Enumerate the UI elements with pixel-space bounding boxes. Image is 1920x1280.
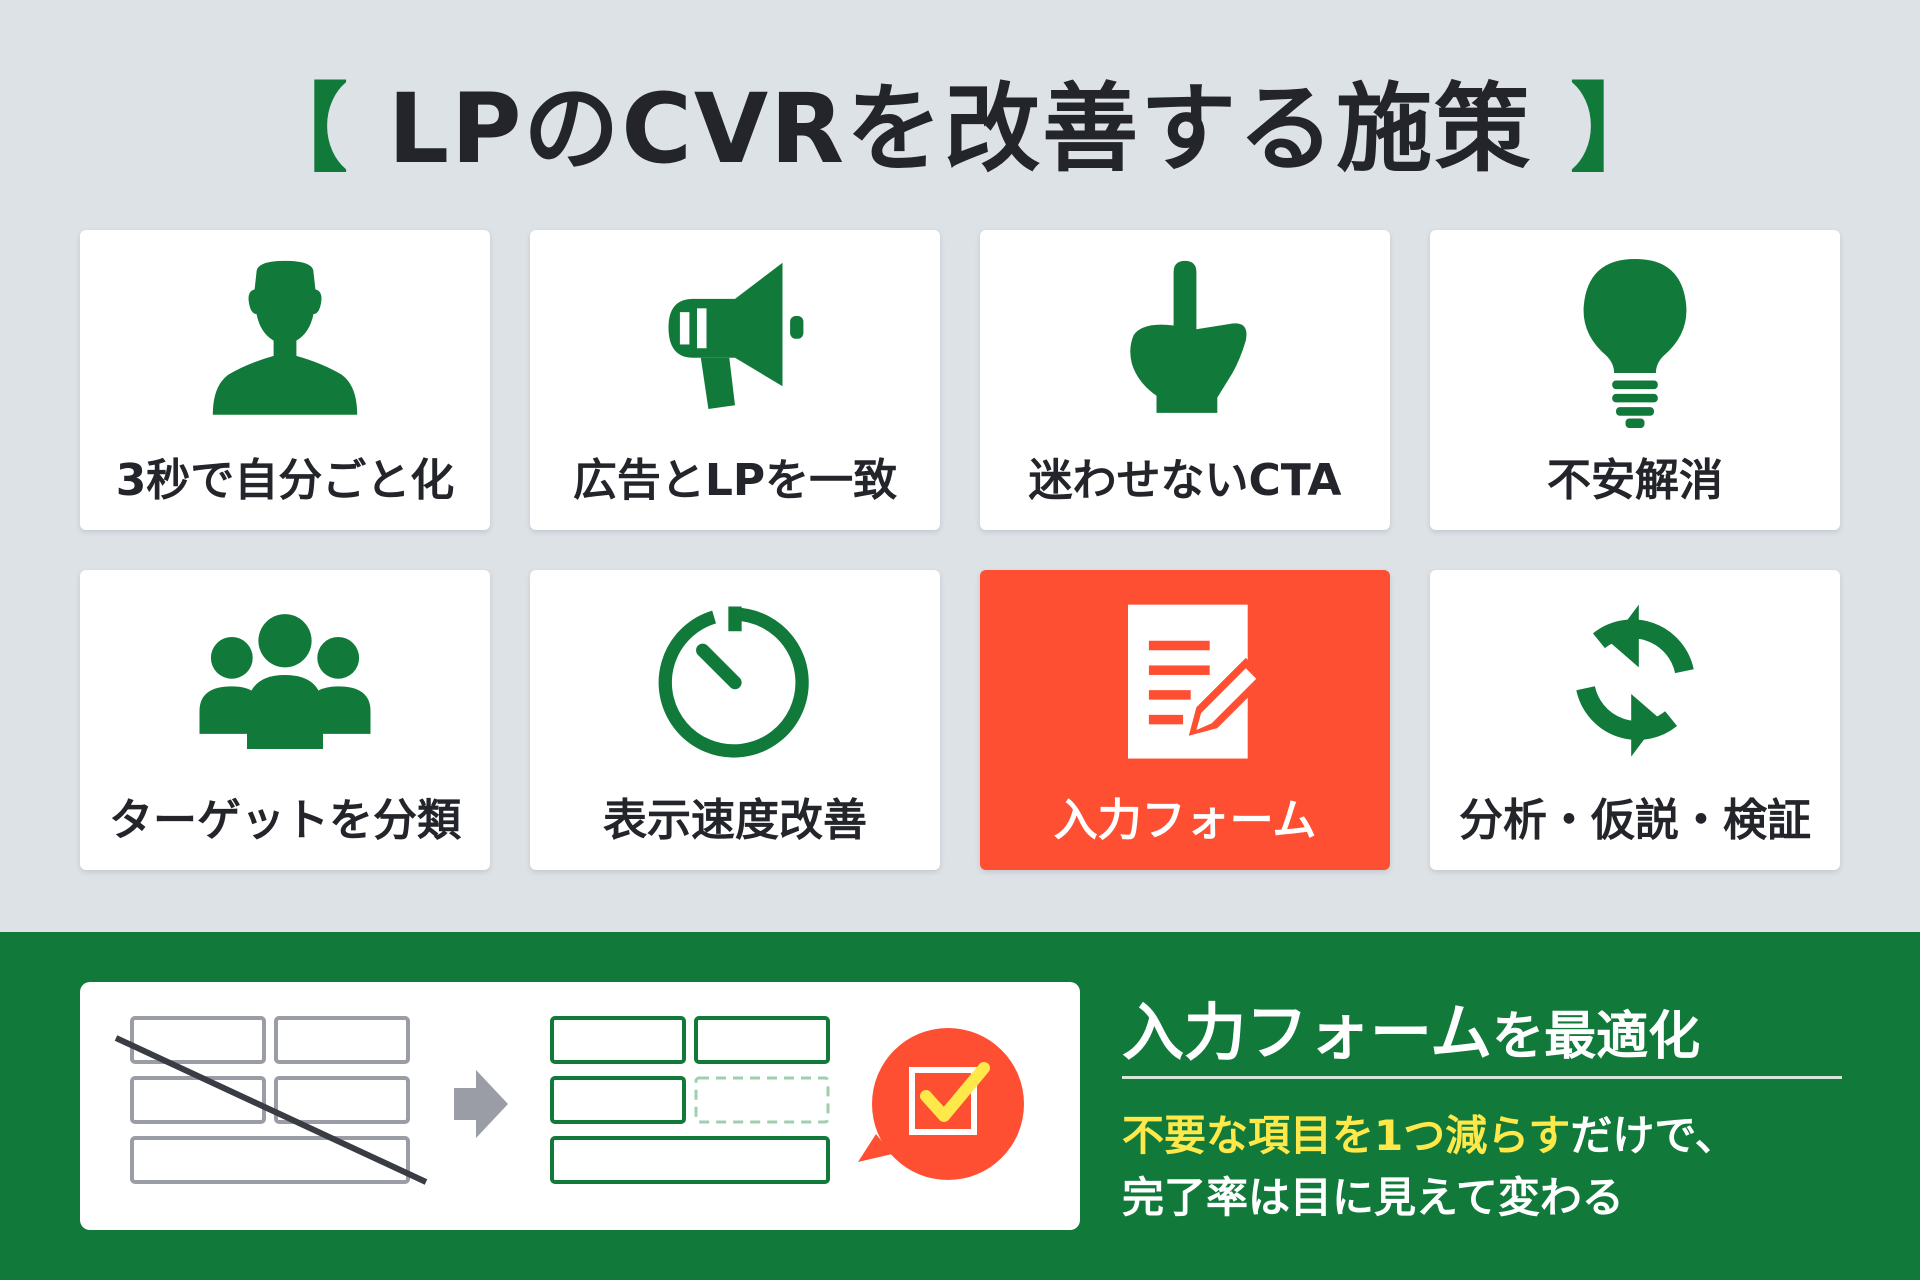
promo-line-1-rest: だけで、 <box>1570 1111 1737 1160</box>
check-badge-icon <box>858 1028 1024 1180</box>
card-target-segmentation: ターゲットを分類 <box>80 570 490 870</box>
after-form <box>550 1016 830 1184</box>
form-edit-icon <box>1085 588 1285 778</box>
form-illustration <box>80 982 1080 1230</box>
promo-section: 入力フォームを最適化 不要な項目を1つ減らすだけで、 完了率は目に見えて変わる <box>0 932 1920 1280</box>
promo-line-1: 不要な項目を1つ減らすだけで、 <box>1122 1102 1882 1163</box>
promo-title-suffix: を最適化 <box>1492 1007 1701 1067</box>
card-label: ターゲットを分類 <box>109 795 461 846</box>
person-icon <box>185 248 385 438</box>
title-bracket-close: 】 <box>1570 72 1669 185</box>
measures-grid: 3秒で自分ごと化 広告とLPを一致 迷わせないCTA <box>80 230 1840 870</box>
stopwatch-icon <box>635 588 835 778</box>
card-clear-cta: 迷わせないCTA <box>980 230 1390 530</box>
lightbulb-icon <box>1535 248 1735 438</box>
card-label: 分析・仮説・検証 <box>1459 795 1811 846</box>
card-input-form: 入力フォーム <box>980 570 1390 870</box>
removed-field <box>694 1076 830 1124</box>
promo-line-2: 完了率は目に見えて変わる <box>1122 1173 1624 1222</box>
page-title: 【 LPのCVRを改善する施策 】 <box>0 55 1920 185</box>
promo-title: 入力フォームを最適化 <box>1122 982 1842 1072</box>
card-label: 3秒で自分ごと化 <box>115 455 455 506</box>
refresh-cycle-icon <box>1535 588 1735 778</box>
pointing-hand-icon <box>1085 248 1285 438</box>
card-ad-lp-match: 広告とLPを一致 <box>530 230 940 530</box>
arrow-right-icon <box>454 1070 508 1138</box>
card-self-relevance: 3秒で自分ごと化 <box>80 230 490 530</box>
card-page-speed: 表示速度改善 <box>530 570 940 870</box>
strike-line <box>114 1035 428 1185</box>
promo-title-main: 入力フォーム <box>1122 996 1493 1069</box>
card-analysis-cycle: 分析・仮説・検証 <box>1430 570 1840 870</box>
card-label: 入力フォーム <box>1053 795 1317 846</box>
title-text: LPのCVRを改善する施策 <box>387 72 1533 185</box>
group-icon <box>185 588 385 778</box>
card-label: 迷わせないCTA <box>1028 455 1342 506</box>
card-label: 表示速度改善 <box>603 795 867 846</box>
card-label: 不安解消 <box>1547 455 1723 506</box>
megaphone-icon <box>635 248 835 438</box>
promo-highlight: 不要な項目を1つ減らす <box>1122 1111 1571 1160</box>
before-form <box>130 1016 410 1184</box>
card-label: 広告とLPを一致 <box>572 455 898 506</box>
card-anxiety-relief: 不安解消 <box>1430 230 1840 530</box>
promo-divider <box>1122 1076 1842 1079</box>
title-bracket-open: 【 <box>251 72 350 185</box>
